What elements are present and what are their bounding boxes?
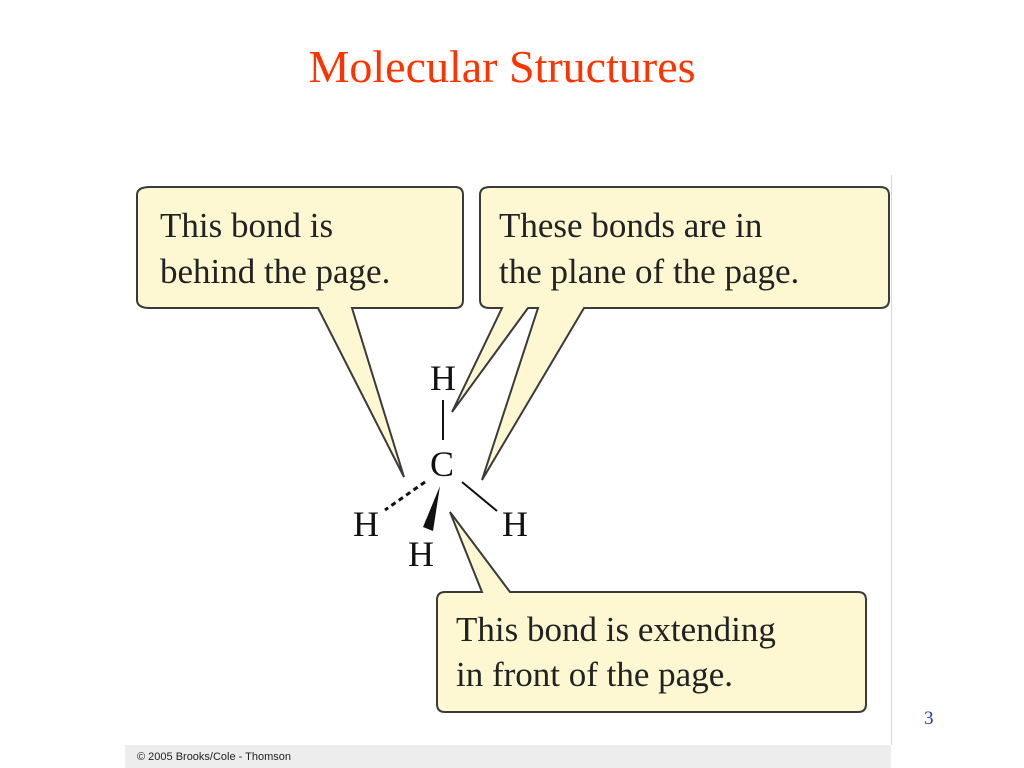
atom-carbon: C bbox=[430, 444, 454, 484]
callout-behind-line-1: This bond is bbox=[160, 206, 333, 245]
copyright-credit: © 2005 Brooks/Cole - Thomson bbox=[137, 751, 292, 763]
callout-plane: These bonds are in the plane of the page… bbox=[451, 186, 890, 481]
callout-front: This bond is extending in front of the p… bbox=[436, 511, 867, 713]
callout-front-line-1: This bond is extending bbox=[456, 610, 776, 649]
atom-h-right: H bbox=[502, 504, 528, 544]
callout-plane-bubble bbox=[451, 186, 890, 481]
bond-behind-dashed bbox=[384, 480, 426, 512]
atom-h-bottom: H bbox=[408, 534, 434, 574]
credit-bar: © 2005 Brooks/Cole - Thomson bbox=[125, 745, 891, 768]
callout-behind-line-2: behind the page. bbox=[160, 252, 390, 291]
bond-plane-right bbox=[461, 481, 498, 512]
callout-behind-bubble bbox=[136, 186, 464, 478]
atom-h-left: H bbox=[353, 504, 379, 544]
slide-number: 3 bbox=[924, 708, 934, 729]
bond-front-wedge bbox=[423, 486, 440, 531]
atom-h-top: H bbox=[430, 358, 456, 398]
slide-title: Molecular Structures bbox=[308, 41, 696, 92]
callout-front-bubble bbox=[436, 511, 867, 713]
callout-plane-line-1: These bonds are in bbox=[499, 206, 762, 245]
callout-front-line-2: in front of the page. bbox=[456, 655, 733, 694]
callout-behind: This bond is behind the page. bbox=[136, 186, 464, 478]
callout-plane-line-2: the plane of the page. bbox=[499, 252, 799, 291]
